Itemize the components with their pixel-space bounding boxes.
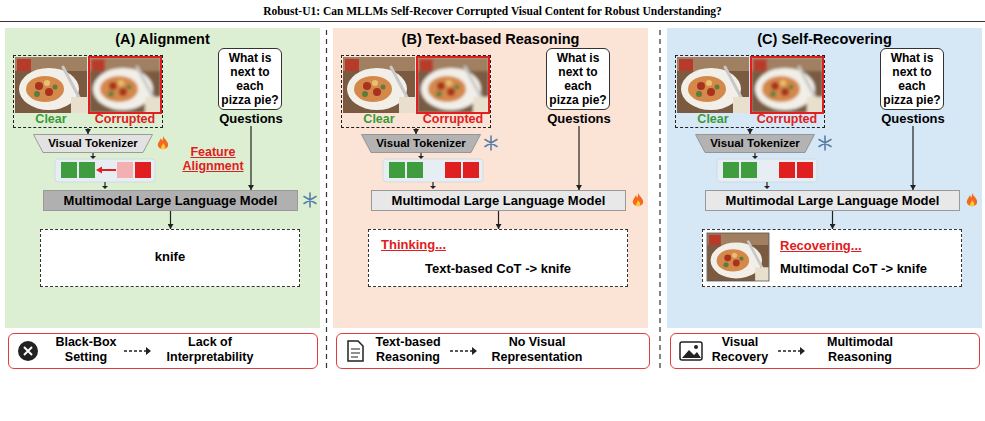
flow-arrow bbox=[578, 126, 579, 190]
mllm-label: Multimodal Large Language Model bbox=[44, 191, 297, 210]
reasoning-result: Multimodal CoT -> knife bbox=[780, 261, 927, 277]
flow-arrow bbox=[912, 126, 913, 190]
questions-caption: Questions bbox=[869, 111, 957, 126]
approach-trait: Text-based Reasoning bbox=[369, 335, 447, 365]
corrupted-label: Corrupted bbox=[751, 112, 823, 126]
property-box: Text-based Reasoning No Visual Representa… bbox=[336, 333, 650, 369]
approach-consequence: Multimodal Reasoning bbox=[811, 335, 909, 365]
question-text: What is next to each pizza pie? bbox=[547, 51, 609, 107]
visual-tokenizer: Visual Tokenizer bbox=[695, 134, 815, 153]
tokenizer-trapezoid bbox=[362, 135, 481, 153]
tokenizer-label: Visual Tokenizer bbox=[361, 134, 481, 153]
flow-arrow bbox=[415, 128, 416, 134]
method-panel: (B) Text-based ReasoningClearCorrupted Wh… bbox=[333, 28, 648, 328]
visual-tokenizer: Visual Tokenizer bbox=[33, 134, 153, 153]
image-pair-box: ClearCorrupted bbox=[341, 55, 491, 128]
question-box: What is next to each pizza pie?Questions bbox=[880, 48, 944, 110]
panel-heading: (B) Text-based Reasoning bbox=[333, 31, 648, 47]
paper-title: Robust-U1: Can MLLMs Self-Recover Corrup… bbox=[0, 4, 985, 18]
flow-arrow bbox=[250, 126, 251, 190]
tokenizer-trapezoid bbox=[696, 135, 815, 153]
panel-separator bbox=[326, 30, 327, 370]
panel-separator bbox=[659, 30, 660, 370]
approach-trait: Visual Recovery bbox=[705, 335, 775, 365]
panel-heading: (C) Self-Recovering bbox=[667, 31, 982, 47]
mllm-block: Multimodal Large Language Model bbox=[371, 190, 626, 211]
method-panel: (C) Self-RecoveringClearCorrupted What is… bbox=[667, 28, 982, 328]
reasoning-status: Recovering... bbox=[780, 238, 862, 254]
corrupted-label: Corrupted bbox=[417, 112, 489, 126]
flow-arrow bbox=[749, 128, 750, 134]
panel-heading: (A) Alignment bbox=[5, 31, 320, 47]
flow-arrow bbox=[498, 211, 499, 229]
annotation-label: Feature Alignment bbox=[181, 145, 245, 173]
output-box: Thinking... Text-based CoT -> knife bbox=[368, 229, 628, 287]
question-box: What is next to each pizza pie?Questions bbox=[218, 48, 282, 110]
question-text: What is next to each pizza pie? bbox=[219, 51, 281, 107]
mllm-block: Multimodal Large Language Model bbox=[705, 190, 960, 211]
clear-label: Clear bbox=[343, 112, 415, 126]
flow-arrow bbox=[87, 128, 88, 134]
mllm-label: Multimodal Large Language Model bbox=[706, 191, 959, 210]
title-rule bbox=[0, 21, 985, 22]
clear-label: Clear bbox=[677, 112, 749, 126]
flow-arrow bbox=[170, 211, 171, 229]
image-pair-box: ClearCorrupted bbox=[675, 55, 825, 128]
approach-trait: Black-Box Setting bbox=[49, 335, 123, 365]
reasoning-result: Text-based CoT -> knife bbox=[369, 261, 627, 277]
tokenizer-label: Visual Tokenizer bbox=[33, 134, 153, 153]
reasoning-result: knife bbox=[41, 249, 299, 265]
output-box: Recovering... Multimodal CoT -> knife bbox=[702, 229, 962, 287]
method-panel: (A) AlignmentClearCorrupted What is next … bbox=[5, 28, 320, 328]
visual-tokenizer: Visual Tokenizer bbox=[361, 134, 481, 153]
image-pair-box: ClearCorrupted bbox=[13, 55, 163, 128]
property-box: Black-Box Setting Lack of Interpretabilit… bbox=[8, 333, 318, 369]
approach-consequence: No Visual Representation bbox=[481, 335, 593, 365]
corrupted-label: Corrupted bbox=[89, 112, 161, 126]
approach-consequence: Lack of Interpretability bbox=[155, 335, 265, 365]
mllm-label: Multimodal Large Language Model bbox=[372, 191, 625, 210]
clear-label: Clear bbox=[15, 112, 87, 126]
mllm-block: Multimodal Large Language Model bbox=[43, 190, 298, 211]
reasoning-status: Thinking... bbox=[381, 237, 446, 253]
tokenizer-trapezoid bbox=[34, 135, 153, 153]
questions-caption: Questions bbox=[207, 111, 295, 126]
questions-caption: Questions bbox=[535, 111, 623, 126]
flow-arrow bbox=[832, 211, 833, 229]
question-text: What is next to each pizza pie? bbox=[881, 51, 943, 107]
property-box: Visual Recovery Multimodal Reasoning bbox=[670, 333, 980, 369]
tokenizer-label: Visual Tokenizer bbox=[695, 134, 815, 153]
question-box: What is next to each pizza pie?Questions bbox=[546, 48, 610, 110]
output-box: knife bbox=[40, 229, 300, 287]
